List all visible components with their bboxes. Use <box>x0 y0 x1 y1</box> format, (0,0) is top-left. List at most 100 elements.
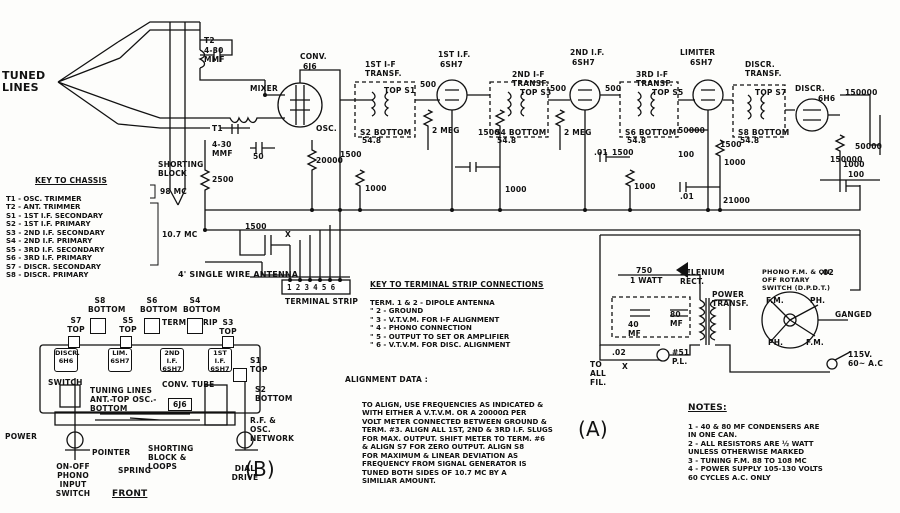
if1-label: 1ST I.F. <box>438 50 471 59</box>
key-chassis-row: S3 - 2ND I.F. SECONDARY <box>6 228 105 237</box>
top-s1-label: TOP S1 <box>384 86 416 95</box>
power-transformer <box>698 299 717 341</box>
key-chassis-row: S8 - DISCR. PRIMARY <box>6 271 89 279</box>
alignment-line: FREQUENCY FROM SIGNAL GENERATOR IS <box>362 460 527 468</box>
chassis-s4: S4 BOTTOM <box>183 296 221 314</box>
key-terminal-row: " 6 - V.T.V.M. FOR DISC. ALIGNMENT <box>370 341 511 349</box>
chassis-pointer: POINTER <box>92 448 131 457</box>
if1-tube-symbol <box>436 79 468 111</box>
if-transf2-label: 2ND I-F TRANSF. <box>512 70 549 88</box>
terminal-strip <box>281 279 351 295</box>
conv-label: CONV. <box>300 52 327 61</box>
if1-tube-label: 6SH7 <box>440 60 463 69</box>
alignment-title: ALIGNMENT DATA : <box>345 375 428 384</box>
if-transf-3 <box>619 81 679 138</box>
r150000b-value: 150000 <box>830 155 863 164</box>
t1-label: T1 <box>212 124 223 133</box>
r1000c-value: 1000 <box>634 182 656 191</box>
chassis-tube-lim: LIM. 6SH7 <box>108 348 132 372</box>
chassis-dial: DIAL DRIVE <box>231 464 259 482</box>
chassis-rf-osc: R.F. & OSC. NETWORK <box>250 416 295 443</box>
key-chassis-title: KEY TO CHASSIS <box>35 176 108 185</box>
discr-transf-box <box>732 84 786 138</box>
key-terminal-row: " 3 - V.T.V.M. FOR I-F ALIGNMENT <box>370 315 500 324</box>
chassis-power: POWER <box>5 432 38 441</box>
c500c-value: 500 <box>605 84 622 93</box>
ph2-label: PH. <box>768 338 784 347</box>
notes-title: NOTES: <box>688 403 727 413</box>
chassis-s1-slug <box>233 368 247 382</box>
c50-value: 50 <box>253 152 264 161</box>
c100a-value: 100 <box>678 150 695 159</box>
alignment-line: WITH EITHER A V.T.V.M. OR A 20000Ω PER <box>362 409 527 417</box>
chassis-s3-slug <box>222 336 234 348</box>
power-transf-label: POWER TRANSF. <box>712 290 749 308</box>
resistor-20000 <box>306 140 318 210</box>
chassis-s5: S5 TOP <box>119 316 137 334</box>
r2500-value: 2500 <box>212 175 234 184</box>
chassis-s3: S3 TOP <box>219 318 237 336</box>
chassis-s8: S8 BOTTOM <box>88 296 126 314</box>
antenna-label: 4' SINGLE WIRE ANTENNA <box>178 270 299 279</box>
s6-bottom-label: S6 BOTTOM <box>625 128 677 137</box>
chassis-spring: SPRING <box>118 466 152 475</box>
discr-transf-label: DISCR. TRANSF. <box>745 60 782 78</box>
key-chassis-row: S7 - DISCR. SECONDARY <box>6 262 101 271</box>
fm1-label: F.M. <box>766 296 784 305</box>
conv-tube-label: 6J6 <box>303 62 317 71</box>
c1500d-value: 1500 <box>720 140 742 149</box>
pilot-lamp <box>656 348 670 362</box>
notes-line: 4 - POWER SUPPLY 105-130 VOLTS <box>688 465 823 473</box>
shorting-block-label: SHORTING BLOCK <box>158 160 204 178</box>
terminal-1: 1 <box>287 283 296 292</box>
chassis-s6: S6 BOTTOM <box>140 296 178 314</box>
key-chassis-row: S1 - 1ST I.F. SECONDARY <box>6 211 104 220</box>
c100b-value: 100 <box>848 170 865 179</box>
ganged-label: GANGED <box>835 310 872 319</box>
chassis-conv-6j6: 6J6 <box>168 398 192 411</box>
c548d-value: 54.8 <box>740 136 760 145</box>
terminal-6: 6 <box>330 283 340 292</box>
c1500b-value: 1500 <box>478 128 500 137</box>
t1-trimmer <box>220 124 250 134</box>
chassis-s6-slug <box>144 318 160 334</box>
chassis-s1: S1 TOP <box>250 356 268 374</box>
t1-value: 4-30 MMF <box>212 140 233 158</box>
key-terminal-row: " 2 - GROUND <box>370 307 424 315</box>
to-all-fil-label: TO ALL FIL. <box>590 360 607 387</box>
notes-line: 1 - 40 & 80 MF CONDENSERS ARE <box>688 422 820 431</box>
key-terminal-row: " 5 - OUTPUT TO SET OR AMPLIFIER <box>370 332 510 341</box>
c01a-value: .01 <box>594 148 608 157</box>
chassis-s5-slug <box>120 336 132 348</box>
chassis-shorting: SHORTING BLOCK & LOOPS <box>148 444 194 471</box>
chassis-tube-if2: 2ND I.F. 6SH7 <box>160 348 184 373</box>
alignment-line: TUNED BOTH SIDES OF 10.7 MC BY A <box>362 468 507 477</box>
chassis-frame <box>39 344 261 414</box>
chassis-s7-slug <box>68 336 80 348</box>
discr-tube-symbol <box>795 98 829 132</box>
alignment-line: SIMILIAR AMOUNT. <box>362 477 436 485</box>
c02a-label: .02 <box>612 348 626 357</box>
front-label: FRONT <box>112 489 148 499</box>
alignment-line: FOR MAXIMUM & LINEAR DEVIATION AS <box>362 451 519 460</box>
resistor-1000a <box>354 169 366 210</box>
terminal-3: 3 <box>304 283 314 292</box>
ac-label: 115V. 60~ A.C <box>848 350 884 368</box>
notes-line: 2 - ALL RESISTORS ARE ½ WATT <box>688 439 814 448</box>
chassis-tuning-lines: TUNING LINES ANT.-TOP OSC.-BOTTOM <box>90 386 157 413</box>
label-b: (B) <box>245 457 275 481</box>
x2-label: X <box>622 362 628 371</box>
notes-line: IN ONE CAN. <box>688 431 737 439</box>
label-a: (A) <box>578 417 608 441</box>
if2-tube-symbol <box>569 79 601 111</box>
r1000d-value: 1000 <box>724 158 746 167</box>
can-40-80 <box>611 296 691 338</box>
c548a-value: 54.8 <box>362 136 382 145</box>
c500a-value: 500 <box>420 80 437 89</box>
key-terminal-title: KEY TO TERMINAL STRIP CONNECTIONS <box>370 280 544 289</box>
ph1-label: PH. <box>810 296 826 305</box>
resistor-2meg2 <box>554 109 566 150</box>
top-s5-label: TOP S5 <box>652 88 684 97</box>
